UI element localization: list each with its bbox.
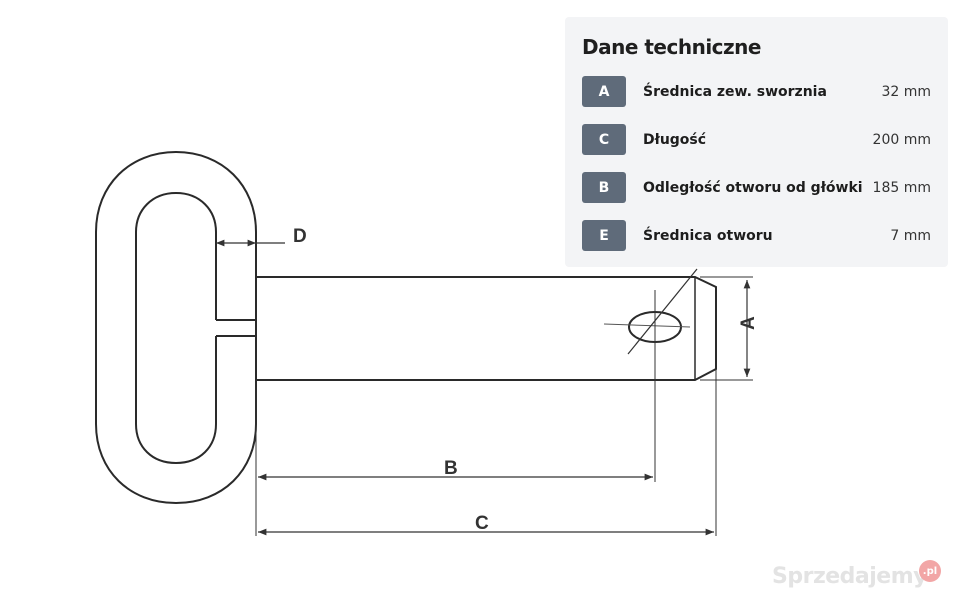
spec-row-a: A Średnica zew. sworznia 32 mm [582,76,931,107]
ring-handle-inner [135,191,217,465]
spec-row-c: C Długość 200 mm [582,124,931,155]
hole-diameter-line [627,268,698,355]
spec-label: Średnica zew. sworznia [643,83,827,100]
spec-label: Odległość otworu od główki [643,179,863,196]
spec-label: Długość [643,131,707,148]
pin-shaft [255,276,717,381]
specs-panel: Dane techniczne A Średnica zew. sworznia… [565,17,948,267]
cross-hole-centerline [603,323,691,328]
spec-code-badge: B [582,172,626,203]
spec-row-b: B Odległość otworu od główki 185 mm [582,172,931,203]
watermark-badge: .pl [919,560,941,582]
spec-row-e: E Średnica otworu 7 mm [582,220,931,251]
spec-label: Średnica otworu [643,227,773,244]
spec-value: 7 mm [890,227,931,244]
dim-b-label: B [444,458,458,479]
spec-value: 200 mm [872,131,931,148]
ring-handle-outer [95,150,257,505]
spec-code-badge: A [582,76,626,107]
specs-title: Dane techniczne [582,35,761,59]
dim-d-label: D [293,226,307,247]
spec-value: 32 mm [881,83,931,100]
watermark-text: Sprzedajemy [772,564,928,589]
dim-a-label: A [738,316,759,330]
ring-gap [214,320,258,336]
spec-value: 185 mm [872,179,931,196]
dim-c-label: C [475,513,489,534]
spec-code-badge: E [582,220,626,251]
spec-code-badge: C [582,124,626,155]
